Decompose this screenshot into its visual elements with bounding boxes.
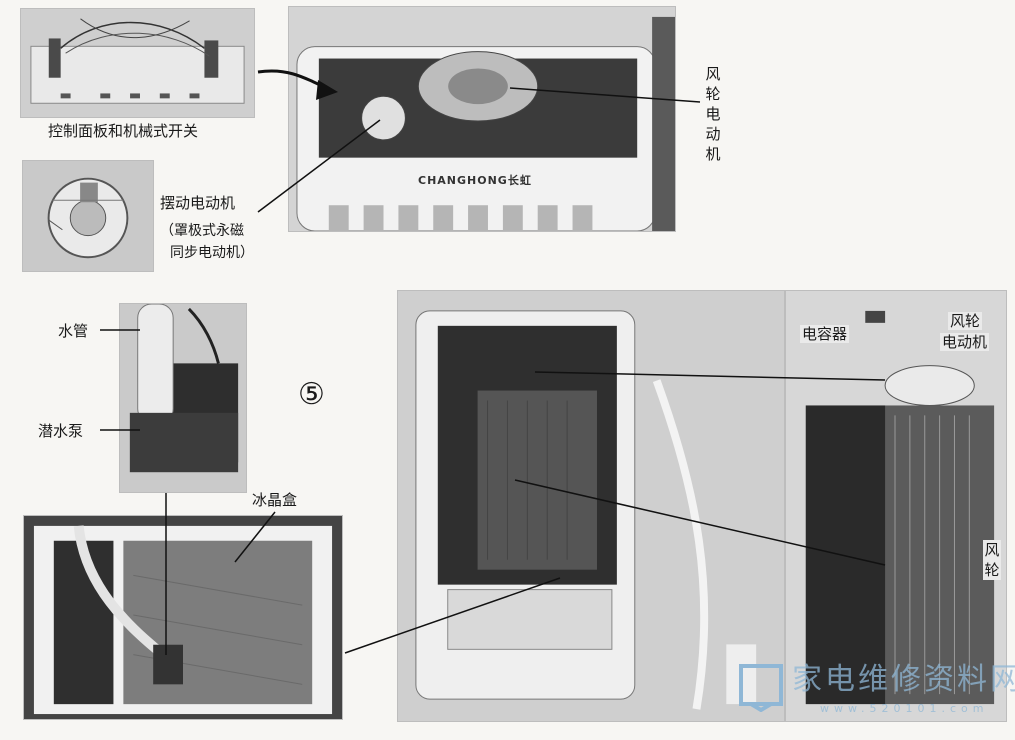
- swing-motor-label: 摆动电动机: [160, 194, 236, 212]
- control-panel-label: 控制面板和机械式开关: [48, 122, 199, 140]
- brand-logo-text: CHANGHONG长虹: [418, 174, 532, 187]
- control-panel-photo: [20, 8, 255, 118]
- fan-motor-top-label: 风轮电动机: [705, 65, 721, 163]
- swing-motor-photo: [22, 160, 154, 272]
- watermark-url: www.520101.com: [820, 702, 989, 715]
- fan-wheel-photo: [785, 290, 1007, 722]
- open-housing-photo: [397, 290, 785, 722]
- swing-motor-note-2: 同步电动机）: [170, 245, 254, 261]
- figure-number: ⑤: [298, 377, 325, 412]
- watermark-text: 家电维修资料网: [792, 662, 1015, 697]
- fan-motor-right-label-2: 电动机: [940, 333, 990, 351]
- water-pipe-label: 水管: [58, 322, 89, 340]
- top-housing-photo: [288, 6, 676, 232]
- capacitor-label: 电容器: [800, 325, 850, 343]
- ice-box-photo: [23, 515, 343, 720]
- swing-motor-note-1: （罩极式永磁: [160, 223, 244, 239]
- fan-motor-right-label-1: 风轮: [948, 312, 983, 330]
- submersible-pump-photo: [119, 303, 247, 493]
- watermark-logo-icon: [737, 660, 785, 713]
- fan-wheel-label: 风轮: [983, 540, 1001, 580]
- submersible-pump-label: 潜水泵: [38, 422, 84, 440]
- ice-box-label: 冰晶盒: [252, 491, 298, 509]
